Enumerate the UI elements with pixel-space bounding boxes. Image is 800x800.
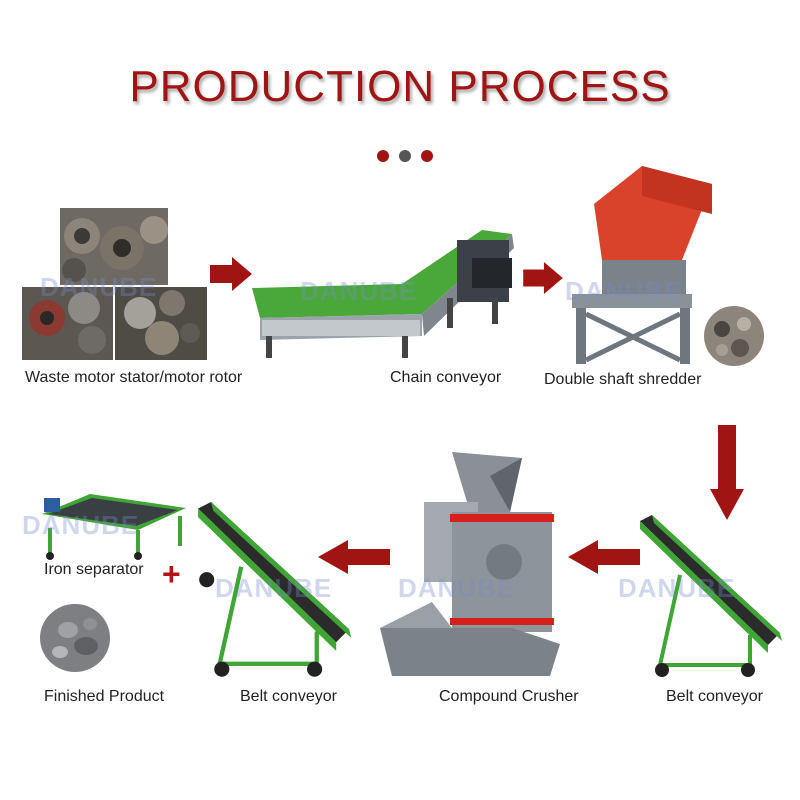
watermark-logo: DANUBE bbox=[300, 276, 418, 306]
scrap-motors-photo bbox=[22, 208, 207, 360]
watermark-logo: DANUBE bbox=[215, 573, 333, 603]
page-title: PRODUCTION PROCESS bbox=[129, 62, 671, 111]
arrow-right-icon bbox=[210, 257, 252, 291]
watermark-logo: DANUBE bbox=[40, 272, 158, 302]
step-label-finished-product: Finished Product bbox=[44, 688, 165, 705]
arrow-left-icon bbox=[568, 540, 640, 574]
iron-separator bbox=[42, 494, 186, 560]
watermark-logo: DANUBE bbox=[565, 276, 683, 306]
belt-conveyor bbox=[198, 502, 352, 677]
watermark-logo: DANUBE bbox=[618, 573, 736, 603]
arrow-left-icon bbox=[318, 540, 390, 574]
title-divider-dots bbox=[377, 150, 437, 164]
arrow-down-icon bbox=[710, 425, 744, 520]
step-label-shredder: Double shaft shredder bbox=[544, 371, 702, 388]
watermark-logo: DANUBE bbox=[398, 573, 516, 603]
step-label-belt-conveyor-right: Belt conveyor bbox=[666, 688, 763, 705]
step-label-compound-crusher: Compound Crusher bbox=[439, 688, 579, 705]
belt-conveyor bbox=[640, 515, 782, 677]
step-label-iron-separator: Iron separator bbox=[44, 561, 144, 578]
watermark-logo: DANUBE bbox=[22, 510, 140, 540]
finished-product-pile bbox=[40, 604, 110, 672]
dot-right bbox=[421, 150, 433, 162]
shredder bbox=[572, 166, 764, 366]
step-label-waste-motor: Waste motor stator/motor rotor bbox=[25, 369, 243, 386]
compound-crusher bbox=[380, 452, 560, 676]
dot-middle bbox=[399, 150, 411, 162]
arrow-right-icon bbox=[523, 262, 563, 294]
chain-conveyor bbox=[252, 230, 514, 358]
step-label-chain-conveyor: Chain conveyor bbox=[390, 369, 502, 386]
step-label-belt-conveyor-middle: Belt conveyor bbox=[240, 688, 337, 705]
dot-left bbox=[377, 150, 389, 162]
plus-icon: + bbox=[162, 556, 181, 592]
